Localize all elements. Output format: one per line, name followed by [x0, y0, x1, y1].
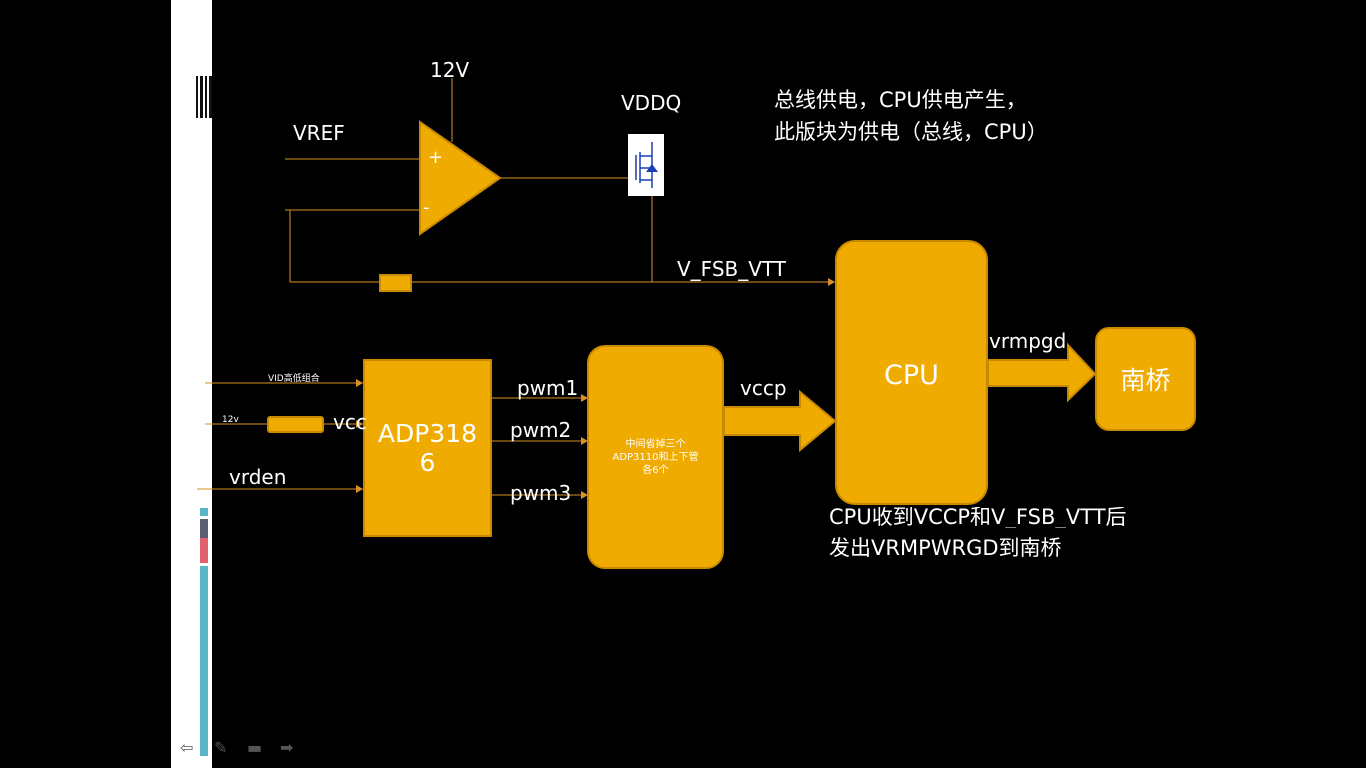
mosfet-phase-block: 中间省掉三个 ADP3110和上下管 各6个: [587, 345, 724, 569]
note-line2: 发出VRMPWRGD到南桥: [829, 536, 1062, 560]
back-arrow-icon[interactable]: ⇦: [180, 738, 194, 757]
phase-line3: 各6个: [642, 464, 669, 476]
slide-marker-icon: [196, 76, 212, 118]
label-pwm2: pwm2: [510, 418, 572, 442]
title-line2: 此版块为供电（总线，CPU）: [774, 120, 1048, 144]
label-vid: VID高低组合: [268, 374, 320, 384]
note-line1: CPU收到VCCP和V_FSB_VTT后: [829, 507, 1127, 528]
label-v-fsb-vtt: V_FSB_VTT: [677, 257, 787, 281]
label-opamp-plus: +: [428, 147, 444, 168]
pen-icon[interactable]: ✎: [214, 738, 228, 757]
phase-line2: ADP3110和上下管: [612, 451, 699, 463]
phase-line1: 中间省掉三个: [625, 438, 686, 450]
vccp-arrow: [723, 389, 837, 453]
label-vccp: vccp: [740, 376, 787, 400]
label-vrmpgd: vrmpgd: [989, 329, 1067, 353]
adp3186-line2: 6: [419, 448, 436, 477]
vrmpgd-arrow: [987, 342, 1097, 403]
opamp-symbol: [419, 120, 502, 236]
vcc-resistor: [267, 416, 324, 433]
label-12v-top: 12V: [430, 58, 470, 82]
cpu-block: CPU: [835, 240, 988, 505]
label-pwm3: pwm3: [510, 481, 572, 505]
forward-arrow-icon[interactable]: ➡: [280, 738, 294, 757]
label-opamp-minus: -: [423, 197, 430, 218]
southbridge-block: 南桥: [1095, 327, 1196, 431]
slide-progress-bar[interactable]: [200, 508, 208, 756]
screen-icon[interactable]: ▬: [247, 738, 263, 757]
label-vddq: VDDQ: [621, 91, 682, 115]
adp3186-block: ADP318 6: [363, 359, 492, 537]
cpu-label: CPU: [884, 360, 939, 391]
label-vrden: vrden: [229, 465, 287, 489]
feedback-resistor: [379, 274, 412, 292]
adp3186-line1: ADP318: [377, 419, 478, 448]
label-vref: VREF: [293, 121, 345, 145]
title-line1: 总线供电，CPU供电产生，: [774, 88, 1027, 112]
label-pwm1: pwm1: [517, 376, 579, 400]
label-vcc: vcc: [333, 410, 367, 434]
label-12v-small: 12v: [222, 415, 239, 425]
mosfet-icon: [628, 134, 664, 196]
southbridge-label: 南桥: [1120, 366, 1171, 395]
